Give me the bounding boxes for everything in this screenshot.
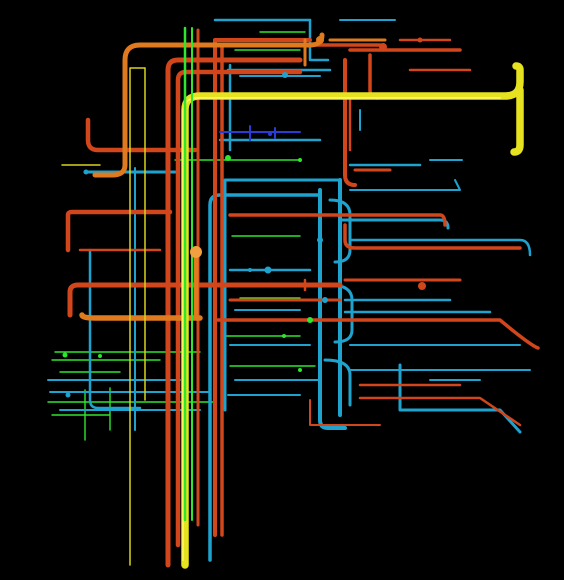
fitting: [190, 246, 202, 258]
fitting: [248, 268, 252, 272]
red-pipe: [213, 318, 540, 350]
yellow-line: [129, 67, 146, 566]
fitting: [268, 132, 272, 136]
fitting: [65, 392, 71, 398]
red-pipe: [309, 399, 381, 426]
red-pipe: [65, 209, 173, 253]
fitting: [417, 37, 423, 43]
thin-yellow-lines: [61, 67, 146, 566]
fitting: [298, 368, 302, 372]
red-pipe: [165, 57, 303, 568]
fitting: [225, 155, 231, 161]
fitting: [282, 72, 288, 78]
fitting: [379, 43, 387, 51]
cyan-pipe: [349, 179, 461, 191]
cyan-pipe: [328, 198, 352, 264]
cyan-pipe: [208, 193, 322, 562]
cyan-pipe: [223, 178, 342, 412]
fitting: [264, 266, 272, 274]
red-pipe: [213, 38, 312, 537]
cyan-pipe: [308, 18, 330, 62]
red-pipe: [343, 58, 357, 187]
red-pipe: [358, 396, 522, 427]
fitting: [418, 282, 426, 290]
cyan-pipe: [88, 248, 142, 410]
cyan-pipe: [348, 238, 532, 257]
fitting: [282, 334, 286, 338]
fitting: [62, 352, 68, 358]
fitting: [307, 317, 313, 323]
orange-pipe: [79, 312, 203, 321]
main-yellow-pipe: [181, 62, 524, 569]
fitting: [298, 158, 302, 162]
red-pipe: [228, 213, 447, 227]
cyan-pipe: [398, 363, 522, 434]
fittings: [62, 36, 426, 398]
red-pipe: [343, 223, 522, 250]
green-risers: [183, 26, 193, 522]
fitting: [98, 354, 102, 358]
fitting: [316, 36, 324, 44]
fitting: [83, 169, 89, 175]
blue-lines: [219, 125, 301, 141]
yellow-pipe-highlight: [182, 97, 501, 561]
fitting: [322, 297, 328, 303]
orange-pipe: [92, 162, 128, 178]
red-pipe: [85, 117, 198, 153]
red-pipe: [67, 282, 343, 318]
fitting: [317, 237, 323, 243]
cyan-pipe: [323, 358, 352, 407]
